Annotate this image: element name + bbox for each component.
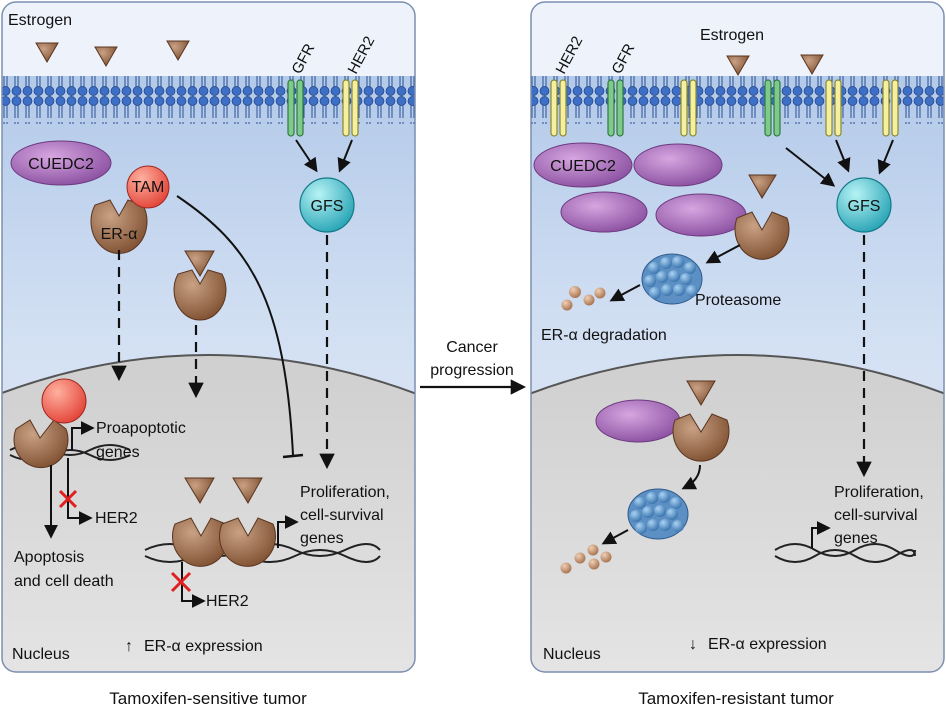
expression-down-arrow-icon: ↓ xyxy=(689,636,697,653)
gfs-label: GFS xyxy=(311,198,344,215)
cell-survival-label: cell-survival xyxy=(300,507,384,524)
cuedc2-protein xyxy=(633,143,723,187)
right-nucleus xyxy=(531,354,944,672)
cuedc2-protein xyxy=(533,142,633,188)
er-alpha-receptor xyxy=(672,413,730,462)
cuedc2-protein xyxy=(10,140,112,186)
er-alpha-label: ER-α xyxy=(101,226,138,243)
left-caption: Tamoxifen-sensitive tumor xyxy=(109,689,307,708)
estrogen-molecule-icon xyxy=(686,380,716,406)
proliferation-label: Proliferation, xyxy=(834,484,924,501)
proteasome-label: Proteasome xyxy=(695,292,781,309)
cell-survival-label: cell-survival xyxy=(834,507,918,524)
gfr-receptor-icon xyxy=(607,79,624,137)
gfs-circle xyxy=(299,177,355,233)
er-alpha-receptor xyxy=(173,269,227,321)
cuedc2-label: CUEDC2 xyxy=(28,156,94,173)
her2-receptor-icon xyxy=(882,79,899,137)
cell-death-label: and cell death xyxy=(14,573,114,590)
er-alpha-receptor xyxy=(90,199,148,254)
genes-label: genes xyxy=(834,530,878,547)
tam-drug xyxy=(126,165,170,209)
her2-receptor-icon xyxy=(550,79,567,137)
degraded-fragments-icon xyxy=(560,544,612,574)
genes-label: genes xyxy=(300,530,344,547)
gfr-receptor-icon xyxy=(287,79,304,137)
cuedc2-label: CUEDC2 xyxy=(550,158,616,175)
cuedc2-protein xyxy=(655,193,747,237)
cuedc2-protein xyxy=(595,399,681,443)
estrogen-molecule-icon xyxy=(184,250,215,277)
right-caption: Tamoxifen-resistant tumor xyxy=(638,689,834,708)
blocked-x-icon xyxy=(58,489,78,509)
proteasome-icon xyxy=(641,253,703,305)
proliferation-label: Proliferation, xyxy=(300,484,390,501)
proapoptotic-genes-label: genes xyxy=(96,444,140,461)
transition-label-line1: Cancer xyxy=(446,339,498,356)
cuedc2-protein xyxy=(560,191,648,233)
er-alpha-receptor xyxy=(734,211,790,260)
estrogen-molecule-icon xyxy=(184,477,215,504)
her2-gene-label: HER2 xyxy=(95,510,138,527)
blocked-x-icon xyxy=(170,571,192,593)
estrogen-label: Estrogen xyxy=(700,27,764,44)
proteasome-icon xyxy=(627,488,689,540)
apoptosis-label: Apoptosis xyxy=(14,549,84,566)
estrogen-molecule-icon xyxy=(800,54,824,75)
nucleus-label: Nucleus xyxy=(543,646,601,663)
tam-drug xyxy=(41,378,87,424)
her2-receptor-icon xyxy=(680,79,697,137)
expression-label: ER-α expression xyxy=(144,638,263,655)
gfs-circle xyxy=(836,177,892,233)
proapoptotic-label: Proapoptotic xyxy=(96,420,186,437)
transition-label-line2: progression xyxy=(430,362,514,379)
estrogen-molecule-icon xyxy=(232,477,263,504)
estrogen-molecule-icon xyxy=(35,42,59,63)
degraded-fragments-icon xyxy=(561,286,606,311)
estrogen-label: Estrogen xyxy=(8,12,72,29)
her2-receptor-icon xyxy=(342,79,359,137)
er-alpha-receptor xyxy=(13,419,69,468)
expression-up-arrow-icon: ↑ xyxy=(125,638,133,655)
tam-inhibition-line xyxy=(176,195,294,456)
expression-label: ER-α expression xyxy=(708,636,827,653)
her2-receptor-icon xyxy=(825,79,842,137)
estrogen-molecule-icon xyxy=(748,174,777,199)
her2-gene-label: HER2 xyxy=(206,593,249,610)
degradation-label: ER-α degradation xyxy=(541,327,667,344)
estrogen-molecule-icon xyxy=(726,55,750,76)
right-cell-panel: HER2 GFR Estrogen GFS CUEDC2 xyxy=(530,1,945,673)
gfr-receptor-icon xyxy=(764,79,781,137)
dna-helix-icon xyxy=(774,543,916,563)
nucleus-label: Nucleus xyxy=(12,646,70,663)
gfs-label: GFS xyxy=(848,198,881,215)
right-membrane xyxy=(531,76,944,124)
er-alpha-receptor xyxy=(219,517,276,567)
estrogen-molecule-icon xyxy=(94,46,118,67)
left-cell-panel: Estrogen GFR HER2 GFS CUEDC2 ER-α TAM xyxy=(1,1,416,673)
tam-label: TAM xyxy=(132,179,165,196)
estrogen-molecule-icon xyxy=(166,40,190,61)
